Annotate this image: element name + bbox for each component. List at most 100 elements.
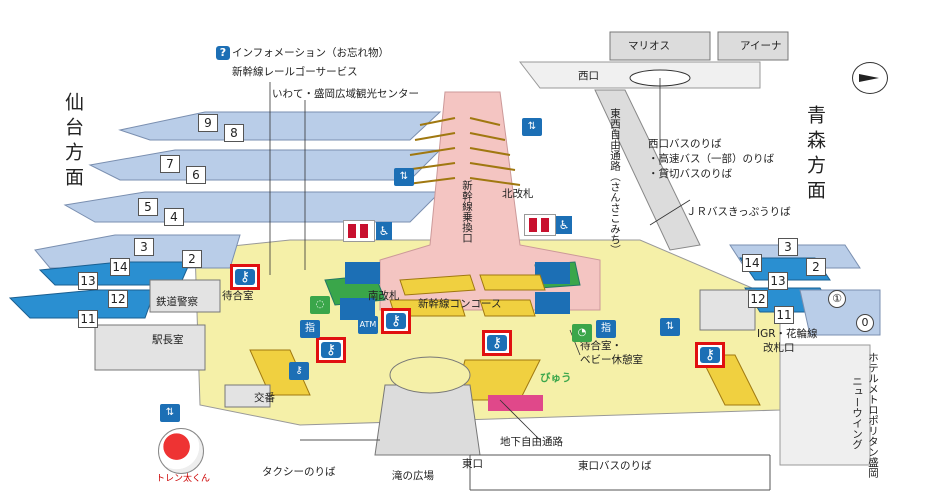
track-3: 3 xyxy=(134,238,154,256)
platform-7-6 xyxy=(88,149,442,181)
box-keisatsu xyxy=(149,279,221,313)
box-ekicho xyxy=(94,324,206,371)
atm-icon: ATM xyxy=(358,316,378,334)
track-r-1: ① xyxy=(828,290,846,308)
box-koban xyxy=(224,384,271,408)
leader-lines xyxy=(269,78,691,441)
platform-9-8 xyxy=(118,111,442,141)
aina-building xyxy=(717,31,789,61)
taki-fountain xyxy=(389,356,471,394)
highway-bus-label: ・高速バス（一部）のりば xyxy=(648,153,774,165)
underground-passage-label: 地下自由通路 xyxy=(500,436,563,448)
bicchi-label: びゅう xyxy=(540,372,572,384)
track-r-11: 11 xyxy=(774,306,794,324)
igr-gate-label-2: 改札口 xyxy=(763,342,795,354)
info-icon: ? xyxy=(216,46,230,60)
waiting-room-baby-label: 待合室・ xyxy=(580,340,622,352)
waiting-room-left-label: 待合室 xyxy=(222,290,254,302)
key-icon: ⚷ xyxy=(700,347,720,363)
track-11: 11 xyxy=(78,310,98,328)
track-13: 13 xyxy=(78,272,98,290)
track-r-13: 13 xyxy=(768,272,788,290)
baby-icon: ◔ xyxy=(572,324,592,342)
key-icon: ⚷ xyxy=(386,313,406,329)
track-r-2: 2 xyxy=(806,258,826,276)
track-r-3: 3 xyxy=(778,238,798,256)
free-passage-label: 東西自由通路（さんさこみち） xyxy=(609,108,621,255)
jr-bus-ticket-label: ＪＲバスきっぷうりば xyxy=(686,206,791,218)
track-r-0: 0 xyxy=(856,314,874,332)
key-icon: ⚷ xyxy=(487,335,507,351)
east-exit-label: 東口 xyxy=(462,458,483,470)
charter-bus-label: ・貸切バスのりば xyxy=(648,168,732,180)
elevator-icon-2: ⇅ xyxy=(522,118,542,136)
key-icon: ⚷ xyxy=(235,269,255,285)
locker-highlight-3[interactable]: ⚷ xyxy=(316,337,346,363)
mascot-label: トレン太くん xyxy=(156,474,211,484)
restroom-icon-right xyxy=(524,214,556,236)
west-bus-label: 西口バスのりば xyxy=(648,138,722,150)
compass xyxy=(852,62,888,94)
koban-label: 交番 xyxy=(254,392,275,404)
track-4: 4 xyxy=(164,208,184,226)
pink-area xyxy=(488,395,543,411)
track-2: 2 xyxy=(182,250,202,268)
box-hotel xyxy=(779,344,871,466)
green-window-icon: ◌ xyxy=(310,296,330,314)
locker-highlight-1[interactable]: ⚷ xyxy=(230,264,260,290)
elevator-icon-1: ⇅ xyxy=(394,168,414,186)
shi-badge-left: 指 xyxy=(300,320,320,338)
escalators xyxy=(249,274,761,406)
direction-aomori: 青森方面 xyxy=(804,105,826,205)
tourism-label: いわて・盛岡広域観光センター xyxy=(272,88,419,100)
hotel-label: ホテルメトロポリタン盛岡 xyxy=(867,352,879,478)
platform-5-4 xyxy=(63,191,442,223)
north-gate-label: 北改札 xyxy=(502,188,534,200)
track-12: 12 xyxy=(108,290,128,308)
direction-sendai: 仙台方面 xyxy=(62,92,84,192)
taki-plaza-label: 滝の広場 xyxy=(392,470,434,482)
station-master-label: 駅長室 xyxy=(152,334,184,346)
track-14: 14 xyxy=(110,258,130,276)
track-9: 9 xyxy=(198,114,218,132)
restroom-icon-left xyxy=(343,220,375,242)
wheelchair-icon-left: ♿ xyxy=(376,222,392,240)
track-8: 8 xyxy=(224,124,244,142)
locker-highlight-4[interactable]: ⚷ xyxy=(482,330,512,356)
east-plaza xyxy=(374,384,481,456)
shinkansen-concourse-area xyxy=(379,91,601,311)
blue-gate-4 xyxy=(340,298,375,320)
track-r-14: 14 xyxy=(742,254,762,272)
locker-highlight-2[interactable]: ⚷ xyxy=(381,308,411,334)
compass-needle-icon xyxy=(859,74,879,82)
marios-label: マリオス xyxy=(628,40,670,52)
key-icon: ⚷ xyxy=(321,342,341,358)
shinkansen-transfer-label: 新幹線乗換口 xyxy=(461,180,473,243)
key-icon: ⚷ xyxy=(289,362,309,380)
south-gate-label: 南改札 xyxy=(368,290,400,302)
west-exit-label: 西口 xyxy=(578,70,599,82)
baby-room-label: ベビー休憩室 xyxy=(580,354,643,366)
blue-gate-1 xyxy=(345,262,380,284)
aina-label: アイーナ xyxy=(740,40,782,52)
railway-police-label: 鉄道警察 xyxy=(156,296,198,308)
shi-badge-right: 指 xyxy=(596,320,616,338)
taxi-label: タクシーのりば xyxy=(262,466,336,478)
new-wing-label: ニューウイング xyxy=(851,376,863,450)
shinkansen-concourse-label: 新幹線コンコース xyxy=(418,298,502,310)
info-label: ?インフォメーション（お忘れ物） xyxy=(216,46,389,60)
mascot-torentakun xyxy=(158,428,204,474)
track-r-12: 12 xyxy=(748,290,768,308)
elevator-icon-3: ⇅ xyxy=(660,318,680,336)
track-7: 7 xyxy=(160,155,180,173)
east-bus-label: 東口バスのりば xyxy=(578,460,652,472)
marios-building xyxy=(609,31,711,61)
track-6: 6 xyxy=(186,166,206,184)
central-stairs xyxy=(399,117,521,186)
igr-gate-label-1: IGR・花輪線 xyxy=(757,328,818,340)
box-right xyxy=(699,289,756,331)
blue-gate-2 xyxy=(535,262,570,284)
rail-go-label: 新幹線レールゴーサービス xyxy=(232,66,358,78)
track-5: 5 xyxy=(138,198,158,216)
locker-highlight-5[interactable]: ⚷ xyxy=(695,342,725,368)
